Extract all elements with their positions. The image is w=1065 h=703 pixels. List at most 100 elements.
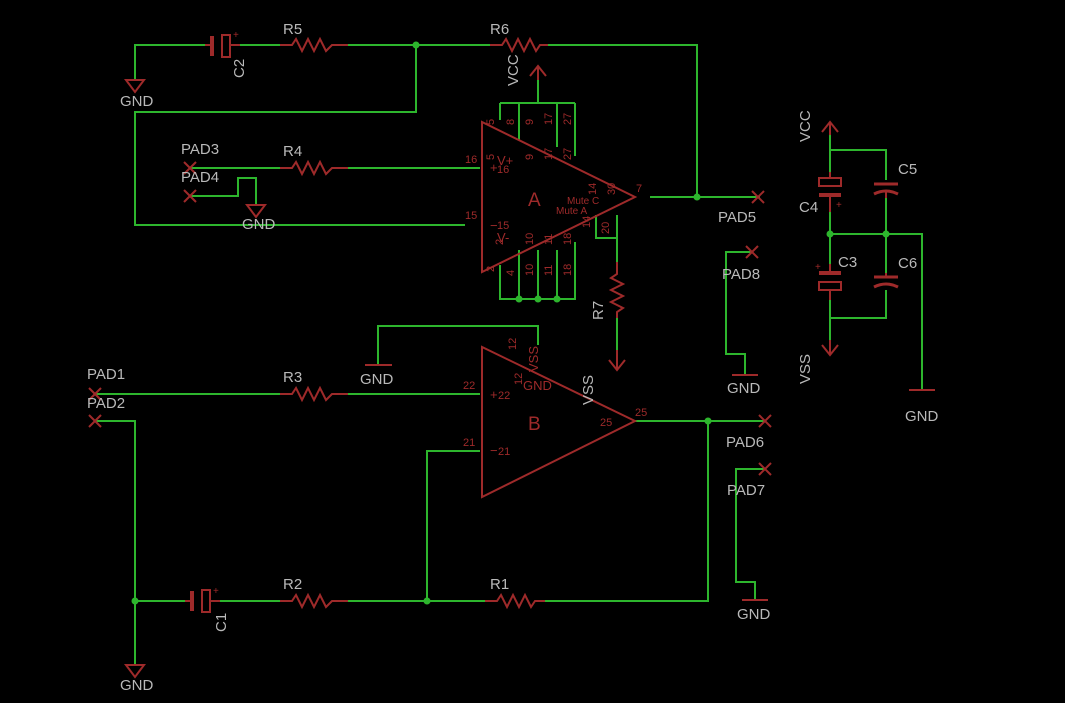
svg-text:14: 14 <box>581 216 593 228</box>
amplifier-b[interactable]: B + − 22 21 22 21 25 25 12 12 GND VSS <box>463 338 647 499</box>
vss-symbol-right: VSS <box>797 340 839 384</box>
svg-text:9: 9 <box>524 119 536 125</box>
c4-label: C4 <box>799 199 818 216</box>
svg-text:11: 11 <box>543 265 555 276</box>
r6-label: R6 <box>490 21 509 38</box>
svg-text:10: 10 <box>524 264 536 276</box>
svg-text:−: − <box>490 218 498 233</box>
svg-text:VCC: VCC <box>505 54 522 86</box>
svg-text:22: 22 <box>498 390 510 402</box>
svg-text:22: 22 <box>463 380 475 392</box>
svg-text:GND: GND <box>360 371 394 388</box>
svg-text:27: 27 <box>562 148 574 160</box>
svg-text:14: 14 <box>587 183 599 195</box>
resistor-r1[interactable]: R1 <box>485 576 545 610</box>
capacitor-c6[interactable]: C6 <box>873 255 917 289</box>
svg-text:GND: GND <box>242 216 276 233</box>
amp-a-vplus-label: V+ <box>497 153 513 168</box>
svg-text:GND: GND <box>737 606 771 623</box>
pad5[interactable]: PAD5 <box>718 190 765 226</box>
svg-text:+: + <box>836 200 842 211</box>
svg-text:5: 5 <box>485 119 497 125</box>
svg-text:2: 2 <box>494 239 506 245</box>
junctions <box>131 41 890 605</box>
svg-text:18: 18 <box>562 264 574 276</box>
svg-text:VSS: VSS <box>797 354 814 384</box>
amp-b-label: B <box>528 414 541 435</box>
c1-label: C1 <box>213 613 230 632</box>
capacitor-c5[interactable]: C5 <box>873 161 917 198</box>
amplifier-a[interactable]: A V+ V- Mute C Mute A + − 16 15 16 15 7 … <box>465 113 642 276</box>
svg-text:16: 16 <box>497 164 509 176</box>
amp-a-mute-a: Mute A <box>556 206 587 217</box>
c3-label: C3 <box>838 254 857 271</box>
svg-text:+: + <box>233 30 239 41</box>
vcc-symbol-right: VCC <box>797 110 839 142</box>
svg-text:15: 15 <box>465 210 477 222</box>
svg-text:21: 21 <box>498 446 510 458</box>
svg-text:17: 17 <box>543 148 555 160</box>
svg-text:12: 12 <box>513 373 525 385</box>
svg-text:4: 4 <box>505 270 517 276</box>
gnd-pad8: GND <box>727 374 761 397</box>
svg-text:GND: GND <box>727 380 761 397</box>
r2-label: R2 <box>283 576 302 593</box>
svg-text:21: 21 <box>463 437 475 449</box>
vss-label-r7: VSS <box>580 375 597 405</box>
gnd-c2: GND <box>120 79 154 110</box>
svg-text:8: 8 <box>505 119 517 125</box>
amp-b-vss-label: VSS <box>526 346 541 372</box>
svg-text:27: 27 <box>562 113 574 125</box>
svg-text:30: 30 <box>606 183 618 195</box>
svg-text:7: 7 <box>636 183 642 195</box>
pad1[interactable]: PAD1 <box>87 366 125 401</box>
r5-label: R5 <box>283 21 302 38</box>
capacitor-c1[interactable]: + C1 <box>185 586 230 632</box>
pad6[interactable]: PAD6 <box>726 414 772 451</box>
pad7[interactable]: PAD7 <box>727 462 772 499</box>
vcc-symbol-amp: VCC <box>505 54 547 86</box>
svg-text:+: + <box>490 387 498 402</box>
vss-arrow-r7 <box>608 350 626 372</box>
svg-text:GND: GND <box>120 677 154 694</box>
svg-text:25: 25 <box>600 417 612 429</box>
resistor-r7[interactable]: R7 <box>590 262 626 320</box>
svg-text:PAD7: PAD7 <box>727 482 765 499</box>
gnd-pad4: GND <box>242 204 276 233</box>
resistor-r5[interactable]: R5 <box>280 21 348 54</box>
svg-text:PAD1: PAD1 <box>87 366 125 383</box>
pad3[interactable]: PAD3 <box>181 141 219 175</box>
svg-text:PAD2: PAD2 <box>87 395 125 412</box>
svg-text:12: 12 <box>507 338 519 350</box>
capacitor-c2[interactable]: + C2 <box>205 30 248 78</box>
r3-label: R3 <box>283 369 302 386</box>
svg-text:2: 2 <box>485 266 497 272</box>
svg-text:9: 9 <box>524 154 536 160</box>
svg-text:10: 10 <box>524 233 536 245</box>
capacitor-c3[interactable]: + C3 <box>815 254 857 300</box>
svg-text:11: 11 <box>543 234 555 245</box>
pad2[interactable]: PAD2 <box>87 395 125 428</box>
pad8[interactable]: PAD8 <box>722 245 760 283</box>
resistor-r3[interactable]: R3 <box>280 369 348 403</box>
r7-label: R7 <box>590 301 607 320</box>
amp-a-vminus-label: V- <box>497 230 509 245</box>
svg-text:25: 25 <box>635 407 647 419</box>
resistor-r4[interactable]: R4 <box>280 143 348 177</box>
svg-text:PAD4: PAD4 <box>181 169 219 186</box>
svg-text:PAD8: PAD8 <box>722 266 760 283</box>
svg-text:+: + <box>815 262 821 273</box>
gnd-c1: GND <box>120 664 154 694</box>
capacitor-c4[interactable]: + C4 <box>799 172 842 216</box>
gnd-amp-b: GND <box>360 364 394 388</box>
c6-label: C6 <box>898 255 917 272</box>
resistor-r2[interactable]: R2 <box>280 576 348 610</box>
svg-text:15: 15 <box>497 220 509 232</box>
svg-text:17: 17 <box>543 113 555 125</box>
amp-a-mute-c: Mute C <box>567 196 599 207</box>
svg-text:PAD3: PAD3 <box>181 141 219 158</box>
resistor-r6[interactable]: R6 <box>490 21 548 54</box>
svg-text:5: 5 <box>485 154 497 160</box>
pad4[interactable]: PAD4 <box>181 169 219 203</box>
